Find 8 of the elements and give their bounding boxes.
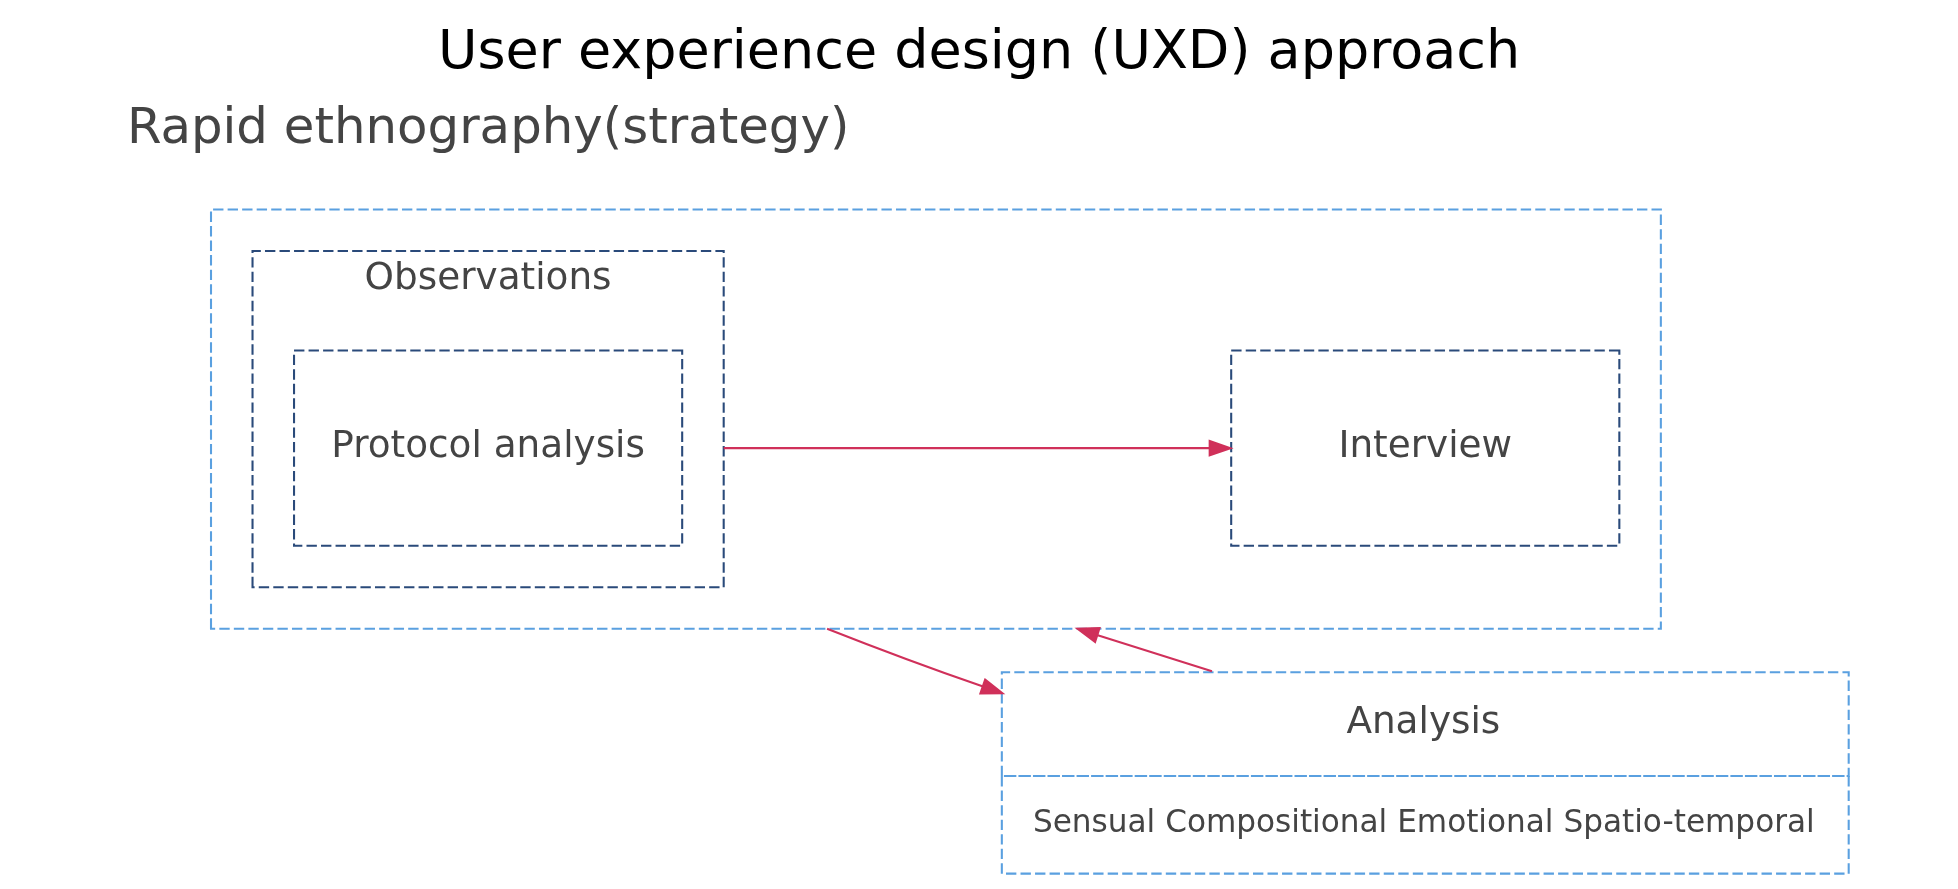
diagram-title: User experience design (UXD) approach <box>437 17 1521 81</box>
cluster <box>209 208 1662 630</box>
node-box: Protocol analysis <box>293 349 684 547</box>
arrow <box>826 627 1006 695</box>
arrow <box>1074 627 1213 673</box>
node-box: Interview <box>1230 349 1621 547</box>
arrow <box>723 439 1234 457</box>
label: Rapid ethnography(strategy) <box>126 97 850 156</box>
